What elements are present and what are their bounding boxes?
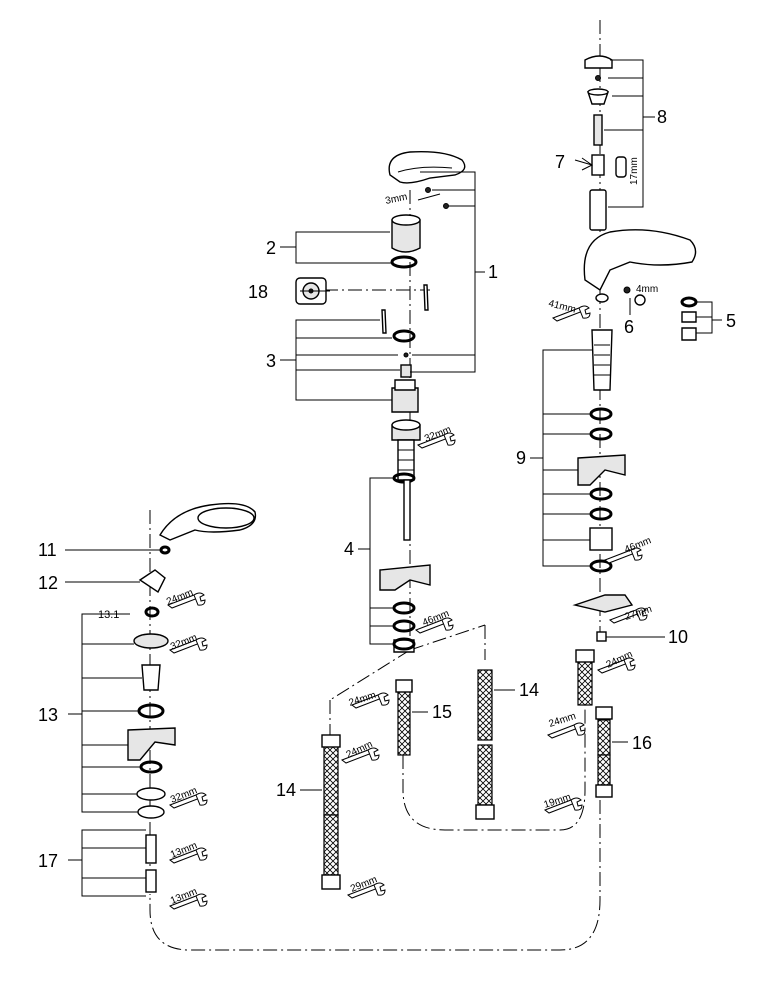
label-part-16: 16 xyxy=(632,733,652,753)
label-part-14-b: 14 xyxy=(276,780,296,800)
leader-lines xyxy=(65,59,722,897)
label-part-13: 13 xyxy=(38,705,58,725)
cartridge-components xyxy=(381,284,429,413)
lever-handle xyxy=(388,150,466,209)
label-part-10: 10 xyxy=(668,627,688,647)
size-46mm-spout: 46mm xyxy=(623,535,653,556)
label-part-14-a: 14 xyxy=(519,680,539,700)
size-4mm: 4mm xyxy=(636,284,658,295)
label-part-15: 15 xyxy=(432,702,452,722)
part-numbers: 1 2 3 4 5 6 7 8 9 10 11 12 13 13.1 14 14… xyxy=(38,107,736,871)
hand-shower-assembly xyxy=(127,502,257,893)
hoses xyxy=(321,649,613,890)
size-3mm: 3mm xyxy=(384,192,408,207)
label-part-3: 3 xyxy=(266,351,276,371)
size-17mm: 17mm xyxy=(629,157,640,185)
label-part-7: 7 xyxy=(555,152,565,172)
spout-assembly xyxy=(572,55,698,642)
center-lines xyxy=(149,20,601,951)
cap-sleeve xyxy=(390,214,421,269)
label-part-6: 6 xyxy=(624,317,634,337)
label-part-8: 8 xyxy=(657,107,667,127)
label-part-13-1: 13.1 xyxy=(98,609,119,621)
label-part-1: 1 xyxy=(488,262,498,282)
label-part-2: 2 xyxy=(266,238,276,258)
label-part-18: 18 xyxy=(248,282,268,302)
label-part-17: 17 xyxy=(38,851,58,871)
label-part-12: 12 xyxy=(38,573,58,593)
label-part-11: 11 xyxy=(38,540,57,560)
label-part-5: 5 xyxy=(726,311,736,331)
label-part-9: 9 xyxy=(516,448,526,468)
label-part-4: 4 xyxy=(344,539,354,559)
size-41mm: 41mm xyxy=(547,298,577,315)
